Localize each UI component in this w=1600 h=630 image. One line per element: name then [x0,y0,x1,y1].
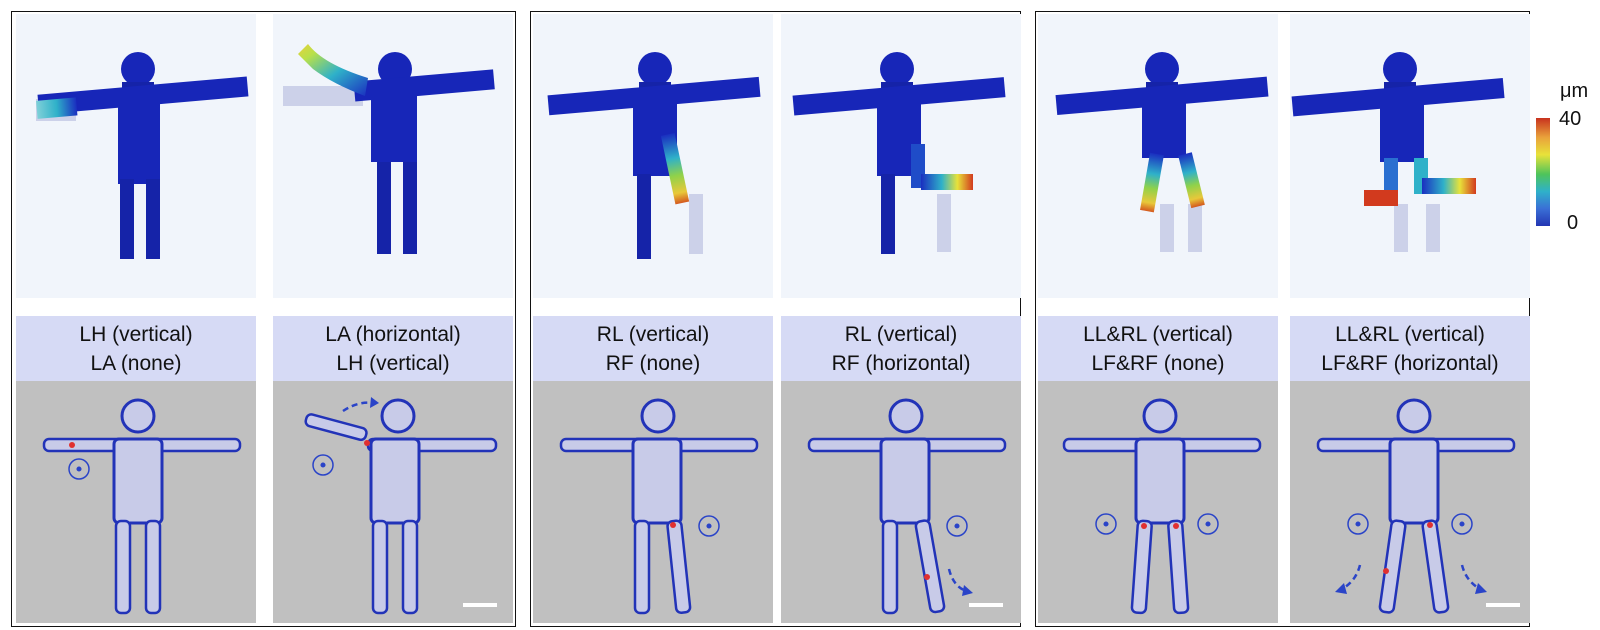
condition-line-2: RF (horizontal) [831,351,971,375]
condition-line-2: LF&RF (none) [1091,351,1225,375]
condition-label: RL (vertical) RF (horizontal) [781,316,1021,381]
out-of-plane-marker [312,454,334,476]
condition-label: RL (vertical) RF (none) [533,316,773,381]
condition-label: LH (vertical) LA (none) [16,316,256,381]
scale-bar [463,603,497,607]
simulation-render [533,14,773,298]
robot-micrograph [42,398,242,615]
condition-label: LA (horizontal) LH (vertical) [273,316,513,381]
simulation-render [16,14,256,298]
rotation-arrow-left [1341,564,1362,591]
condition-line-2: LA (none) [90,351,182,375]
micrograph [273,381,513,623]
out-of-plane-marker [1347,513,1473,535]
humanoid-model-render [1055,52,1269,252]
condition-line-1: LA (horizontal) [325,322,461,346]
displacement-colorbar [1536,118,1550,226]
robot-micrograph [807,398,1007,615]
humanoid-model-render [283,44,495,254]
rotation-arrow [947,568,967,593]
humanoid-model-render [36,52,249,259]
condition-label: LL&RL (vertical) LF&RF (horizontal) [1290,316,1530,381]
condition-line-2: RF (none) [605,351,701,375]
condition-line-1: RL (vertical) [844,322,958,346]
out-of-plane-marker [1095,513,1219,535]
out-of-plane-marker [946,515,968,537]
rotation-arrow [342,401,374,413]
rotation-arrow-right [1460,564,1481,591]
condition-line-1: RL (vertical) [596,322,710,346]
condition-line-2: LF&RF (horizontal) [1321,351,1499,375]
panel-group-i: i LH (vertical) LA (none) [11,11,516,627]
condition-line-2: LH (vertical) [336,351,450,375]
simulation-render [1038,14,1278,298]
micrograph [533,381,773,623]
simulation-render [781,14,1021,298]
colorbar-max-label: 40 [1559,108,1582,130]
panel-group-iii: iii LL&RL (vertical) LF&RF (none) [1035,11,1530,627]
humanoid-model-render [1291,52,1505,252]
condition-line-1: LL&RL (vertical) [1335,322,1485,346]
condition-line-1: LH (vertical) [79,322,193,346]
colorbar-unit: μm [1560,80,1589,102]
panel-group-ii: ii RL (vertical) RF (none) [530,11,1021,627]
robot-micrograph [559,398,759,615]
simulation-render [1290,14,1530,298]
robot-micrograph [1316,398,1520,614]
scale-bar [969,603,1003,607]
robot-micrograph [304,397,498,615]
condition-line-1: LL&RL (vertical) [1083,322,1233,346]
simulation-render [273,14,513,298]
robot-micrograph [1062,398,1262,615]
micrograph [16,381,256,623]
condition-label: LL&RL (vertical) LF&RF (none) [1038,316,1278,381]
out-of-plane-marker [68,458,90,480]
scale-bar [1486,603,1520,607]
micrograph [1290,381,1530,623]
out-of-plane-marker [698,515,720,537]
micrograph [1038,381,1278,623]
humanoid-model-render [792,52,1006,254]
colorbar-min-label: 0 [1567,212,1579,234]
humanoid-model-render [547,52,761,259]
micrograph [781,381,1021,623]
